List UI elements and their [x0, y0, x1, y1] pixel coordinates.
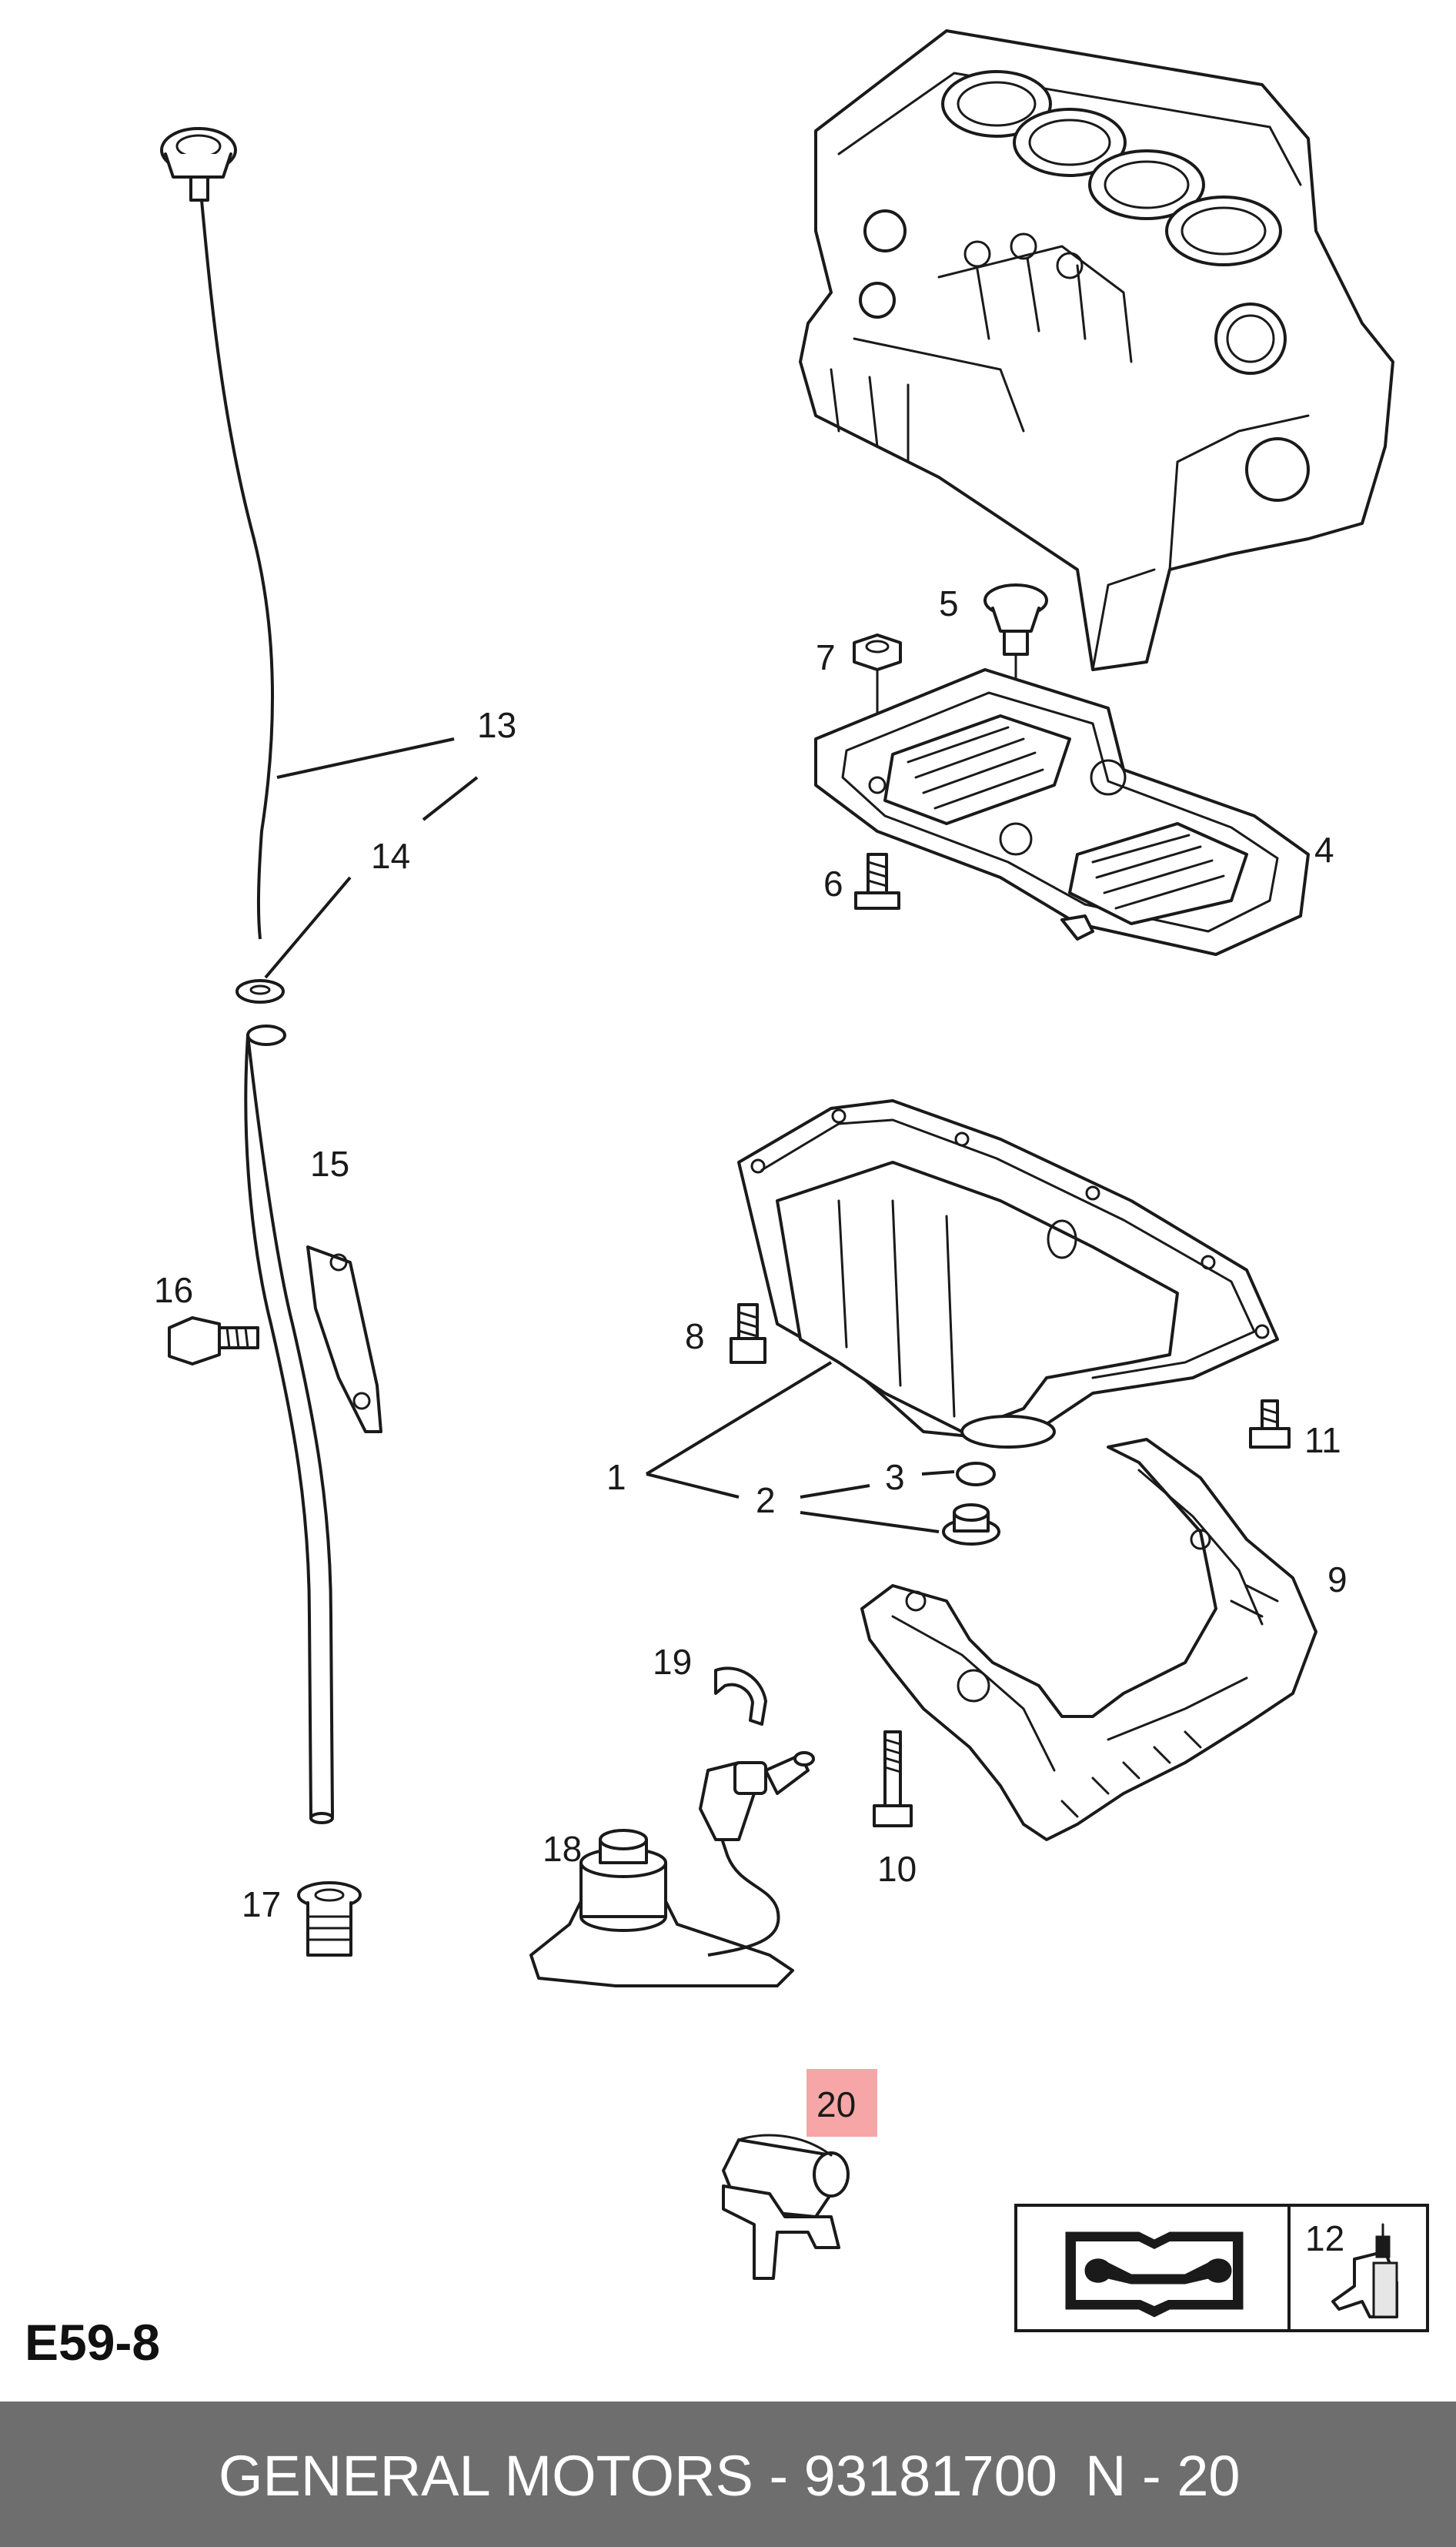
part-20-clip-drawing: [722, 2134, 850, 2280]
part-11-screw-drawing: [1249, 1399, 1291, 1449]
engine-block-drawing: [799, 29, 1394, 671]
callout-8: 8: [685, 1316, 705, 1356]
part-13-dipstick-drawing: [160, 127, 274, 940]
part-16-bolt-drawing: [168, 1316, 259, 1365]
part-14-seal-drawing: [235, 979, 285, 1004]
footer-page-reference: N - 20: [1085, 2444, 1241, 2508]
part-15-guide-tube-drawing: [244, 1024, 382, 1824]
service-manual-icon: [1065, 2231, 1244, 2318]
callout-3: 3: [885, 1457, 905, 1497]
callout-10: 10: [877, 1849, 917, 1889]
leader-lines: [264, 737, 955, 1533]
part-10-bolt-drawing: [873, 1730, 913, 1827]
highlight-box-20: [806, 2069, 877, 2137]
callout-20: 20: [816, 2084, 856, 2124]
adhesive-tube-icon: [1331, 2223, 1398, 2318]
callout-15: 15: [310, 1144, 349, 1184]
legend-box: [1014, 2204, 1429, 2332]
callout-16: 16: [154, 1270, 193, 1310]
callout-1: 1: [606, 1457, 626, 1497]
part-8-bolt-drawing: [730, 1303, 766, 1364]
figure-code: E59-8: [25, 2314, 161, 2371]
part-3-o-ring-drawing: [956, 1462, 996, 1486]
callout-4: 4: [1314, 830, 1334, 870]
part-1-oil-pan-drawing: [737, 1099, 1279, 1449]
part-9-bracket-drawing: [860, 1438, 1317, 1841]
exploded-parts-diagram: 13 14 15 16 17 7 5 4 6 8 11 1 2 3 9 19 1…: [154, 29, 1429, 2332]
callout-5: 5: [939, 583, 959, 623]
callout-6: 6: [823, 864, 843, 904]
callout-14: 14: [371, 836, 410, 876]
part-6-bolt-drawing: [854, 853, 900, 910]
callout-9: 9: [1327, 1559, 1347, 1599]
footer-bar: GENERAL MOTORS - 93181700 N - 20: [0, 2402, 1456, 2547]
callout-7: 7: [816, 637, 836, 677]
part-18-sensor-drawing: [529, 1751, 815, 1987]
callout-2: 2: [756, 1480, 776, 1520]
part-19-clip-drawing: [714, 1666, 767, 1726]
part-17-grommet-drawing: [297, 1881, 362, 1957]
callout-13: 13: [477, 705, 516, 745]
callout-11: 11: [1304, 1420, 1341, 1460]
part-4-baffle-plate-drawing: [814, 668, 1310, 956]
callout-17: 17: [242, 1884, 281, 1924]
footer-brand-part-number: GENERAL MOTORS - 93181700: [219, 2444, 1057, 2508]
callout-19: 19: [653, 1642, 692, 1682]
callout-12: 12: [1305, 2218, 1344, 2258]
part-2-drain-plug-drawing: [942, 1503, 1000, 1546]
callout-18: 18: [543, 1829, 582, 1869]
callout-labels: 13 14 15 16 17 7 5 4 6 8 11 1 2 3 9 19 1…: [154, 583, 1347, 2258]
